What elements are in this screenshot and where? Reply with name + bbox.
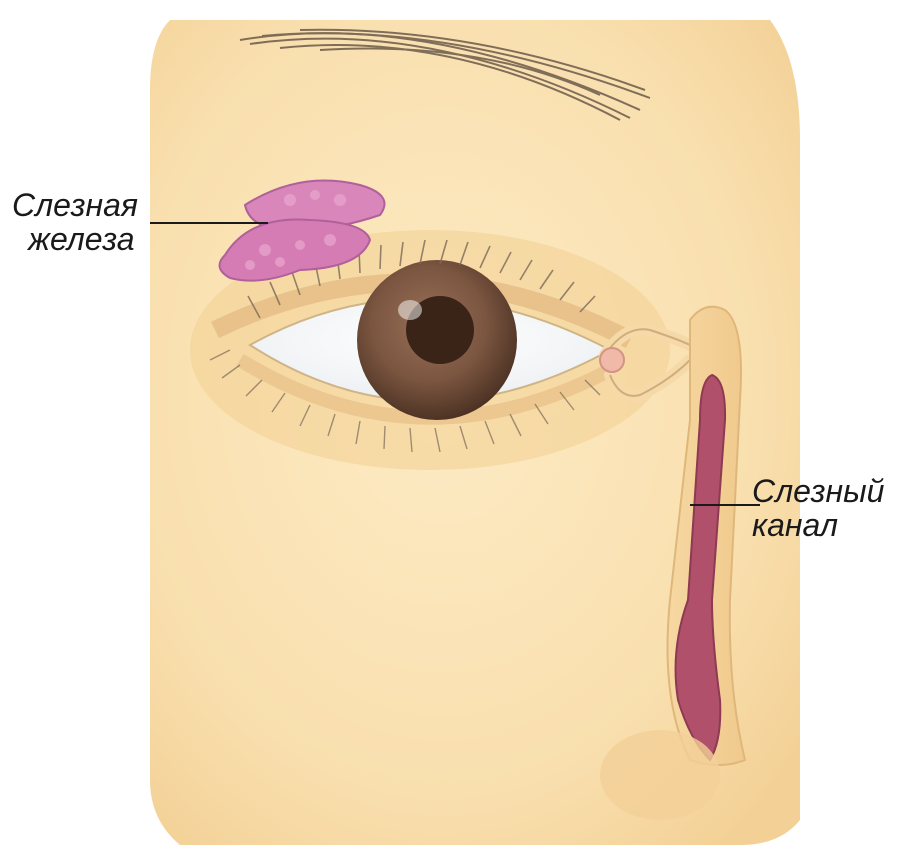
tear-duct-label-line2: канал bbox=[752, 508, 884, 542]
lacrimal-caruncle bbox=[600, 348, 624, 372]
nose-tip bbox=[600, 730, 720, 820]
pupil-highlight bbox=[398, 300, 422, 320]
tear-duct-label: Слезный канал bbox=[752, 474, 884, 542]
lacrimal-gland-label-line2: железа bbox=[12, 222, 138, 256]
lacrimal-gland-label-line1: Слезная bbox=[12, 188, 138, 222]
lacrimal-gland-label: Слезная железа bbox=[12, 188, 138, 256]
tear-duct-label-line1: Слезный bbox=[752, 474, 884, 508]
